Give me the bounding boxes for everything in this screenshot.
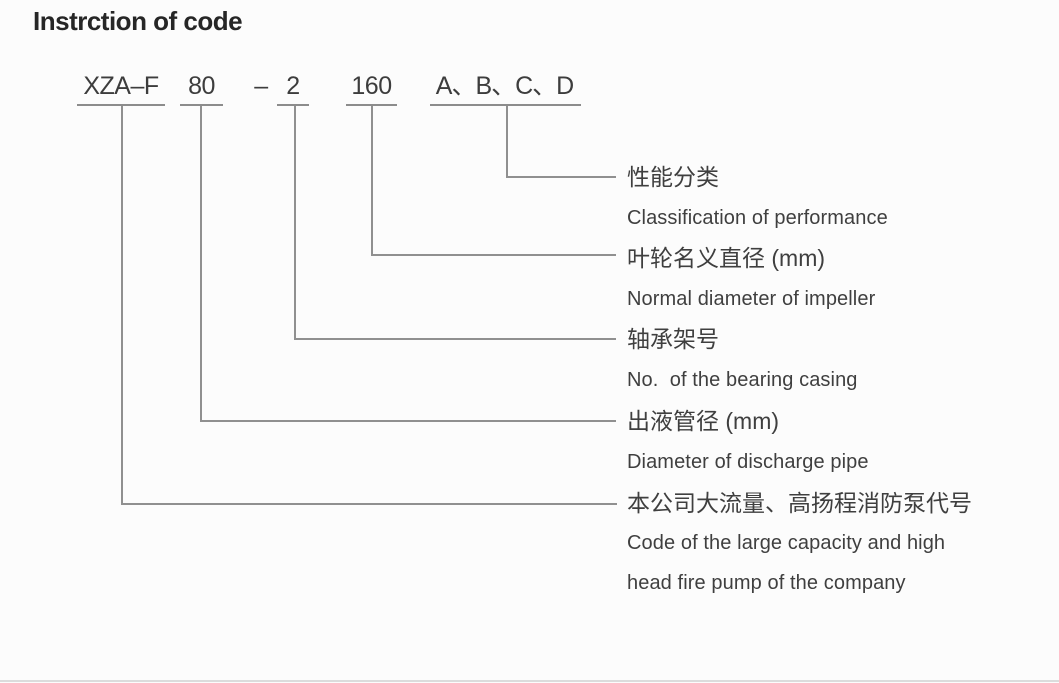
label-impeller-en: Normal diameter of impeller xyxy=(627,288,876,310)
code-part-discharge-diameter: 80 xyxy=(188,72,215,100)
underline-discharge xyxy=(180,104,223,106)
label-discharge-zh: 出液管径 (mm) xyxy=(627,408,780,434)
connector-hline-performance xyxy=(506,176,616,178)
connector-vline-discharge xyxy=(200,106,202,420)
label-company-code-en-line2: head fire pump of the company xyxy=(627,572,906,594)
connector-vline-impeller xyxy=(371,106,373,254)
connector-vline-bearing xyxy=(294,106,296,338)
label-company-code-zh: 本公司大流量、高扬程消防泵代号 xyxy=(627,490,972,516)
connector-hline-impeller xyxy=(371,254,616,256)
label-discharge-en: Diameter of discharge pipe xyxy=(627,451,869,473)
code-separator-dash: – xyxy=(254,72,268,100)
connector-vline-performance xyxy=(506,106,508,176)
label-impeller-zh: 叶轮名义直径 (mm) xyxy=(627,245,826,271)
code-part-bearing-no: 2 xyxy=(286,72,300,100)
connector-vline-series xyxy=(121,106,123,503)
code-part-performance-class: A、B、C、D xyxy=(435,72,574,100)
label-performance-en: Classification of performance xyxy=(627,207,888,229)
label-bearing-zh: 轴承架号 xyxy=(627,326,719,352)
label-bearing-en: No. of the bearing casing xyxy=(627,369,858,391)
underline-performance xyxy=(430,104,581,106)
label-company-code-en-line1: Code of the large capacity and high xyxy=(627,532,946,554)
connector-hline-series xyxy=(121,503,617,505)
underline-series xyxy=(77,104,165,106)
underline-bearing xyxy=(277,104,309,106)
code-part-impeller-diameter: 160 xyxy=(351,72,392,100)
connector-hline-discharge xyxy=(200,420,616,422)
underline-impeller xyxy=(346,104,397,106)
page-title: Instrction of code xyxy=(33,6,243,36)
label-performance-zh: 性能分类 xyxy=(627,164,719,190)
code-part-series: XZA–F xyxy=(83,72,159,100)
page-bottom-rule xyxy=(0,680,1059,682)
connector-hline-bearing xyxy=(294,338,616,340)
